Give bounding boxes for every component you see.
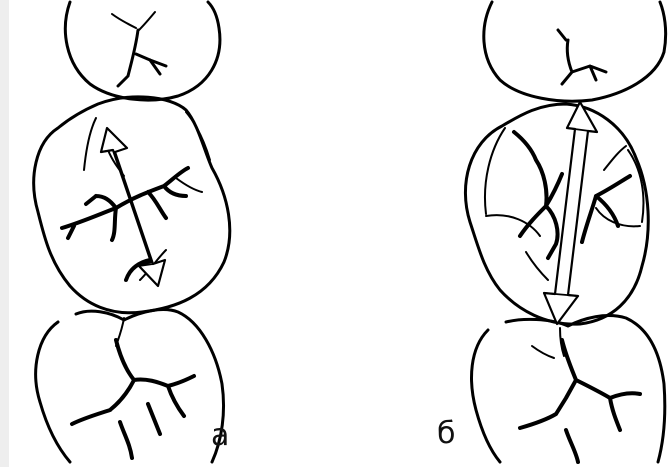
upper-fissure-a [118,30,166,86]
figure-label-a: а [211,421,229,451]
lower-fissure-a [72,340,194,458]
arrow-a [101,128,165,286]
panel-a [34,2,230,462]
lower-fissure-b [520,340,640,462]
panel-b [465,2,665,462]
figure-label-b: б [437,419,456,449]
upper-tooth-b [484,2,666,101]
upper-fissure-b [558,30,606,84]
upper-tooth-a [65,2,220,100]
